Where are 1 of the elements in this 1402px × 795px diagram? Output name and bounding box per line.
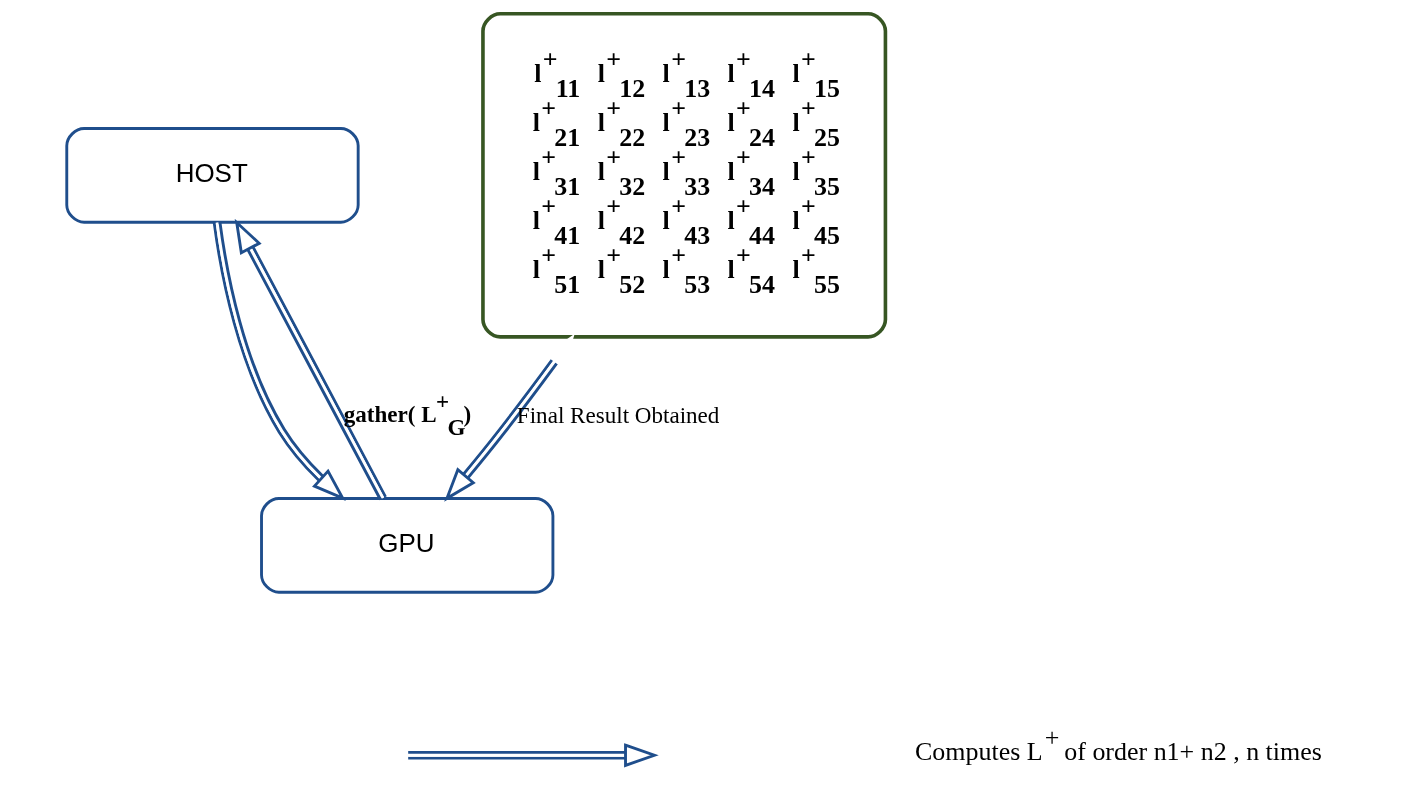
edge-label: Final Result Obtained (516, 402, 719, 429)
